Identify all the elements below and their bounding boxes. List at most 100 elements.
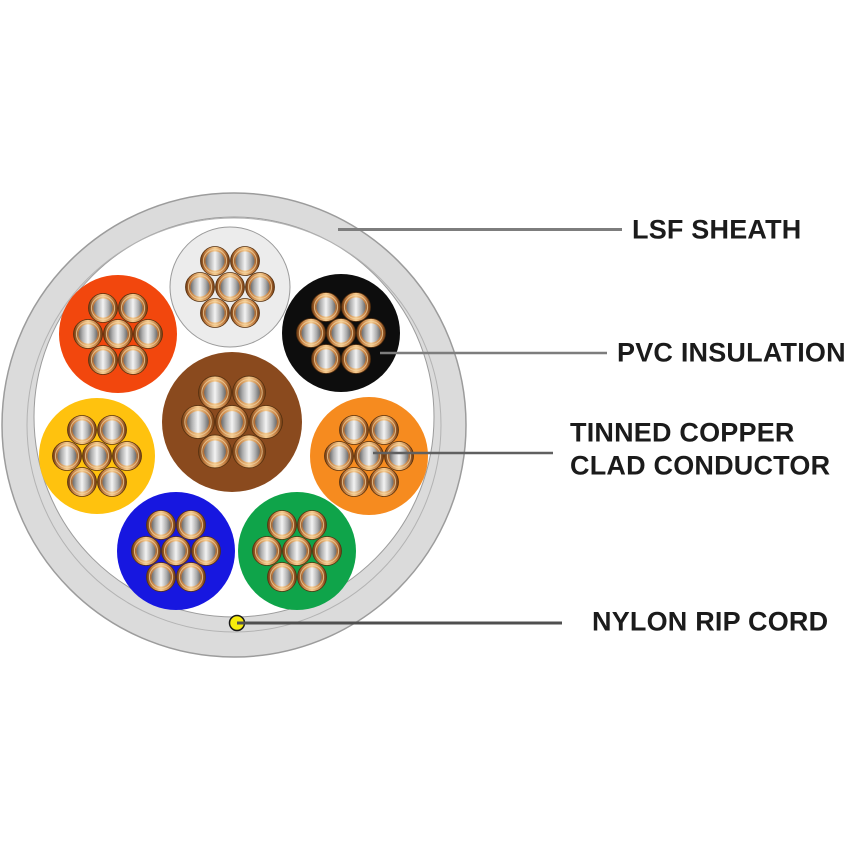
strand-highlight-ring	[326, 443, 352, 469]
strand-highlight-ring	[105, 321, 131, 347]
strand-conductor-face	[220, 277, 240, 297]
strand-highlight-ring	[193, 538, 219, 564]
strand-highlight-ring	[328, 320, 354, 346]
strand-conductor-face	[359, 446, 379, 466]
strand-conductor-face	[221, 411, 243, 433]
strand-conductor-face	[344, 472, 364, 492]
strand-highlight-ring	[232, 248, 258, 274]
strand-conductor-face	[136, 541, 156, 561]
strand-conductor-face	[196, 541, 216, 561]
strand-highlight-ring	[201, 437, 229, 466]
strand-conductor-face	[255, 411, 277, 433]
strand-highlight-ring	[343, 346, 369, 372]
strand-highlight-ring	[202, 248, 228, 274]
strand-highlight-ring	[235, 437, 263, 466]
strand-highlight-ring	[313, 346, 339, 372]
strand-highlight-ring	[133, 538, 159, 564]
strand-highlight-ring	[299, 512, 325, 538]
strand-highlight-ring	[99, 417, 125, 443]
strand-conductor-face	[238, 440, 260, 463]
strand-highlight-ring	[69, 469, 95, 495]
strand-highlight-ring	[341, 417, 367, 443]
strand-highlight-ring	[284, 538, 310, 564]
strand-highlight-ring	[99, 469, 125, 495]
strand-conductor-face	[329, 446, 349, 466]
strand-highlight-ring	[120, 347, 146, 373]
strand-conductor-face	[250, 277, 270, 297]
strand-highlight-ring	[314, 538, 340, 564]
strand-conductor-face	[78, 324, 98, 344]
strand-conductor-face	[108, 324, 128, 344]
strand-highlight-ring	[178, 564, 204, 590]
strand-conductor-face	[87, 446, 107, 466]
strand-highlight-ring	[299, 564, 325, 590]
strand-highlight-ring	[148, 564, 174, 590]
strand-highlight-ring	[114, 443, 140, 469]
strand-conductor-face	[204, 381, 226, 404]
strand-highlight-ring	[135, 321, 161, 347]
strand-conductor-face	[374, 420, 394, 440]
strand-conductor-face	[287, 541, 307, 561]
strand-conductor-face	[205, 251, 225, 271]
strand-highlight-ring	[371, 417, 397, 443]
strand-highlight-ring	[254, 538, 280, 564]
strand-highlight-ring	[386, 443, 412, 469]
strand-conductor-face	[123, 298, 143, 318]
strand-conductor-face	[181, 515, 201, 535]
strand-highlight-ring	[269, 564, 295, 590]
strand-highlight-ring	[218, 408, 246, 436]
strand-conductor-face	[301, 323, 321, 343]
strand-conductor-face	[257, 541, 277, 561]
strand-conductor-face	[181, 567, 201, 587]
strand-conductor-face	[151, 567, 171, 587]
strand-conductor-face	[102, 420, 122, 440]
strand-highlight-ring	[247, 274, 273, 300]
strand-highlight-ring	[341, 469, 367, 495]
strand-conductor-face	[316, 297, 336, 317]
strand-conductor-face	[238, 381, 260, 404]
strand-highlight-ring	[371, 469, 397, 495]
strand-conductor-face	[389, 446, 409, 466]
strand-conductor-face	[344, 420, 364, 440]
strand-highlight-ring	[298, 320, 324, 346]
strand-conductor-face	[235, 251, 255, 271]
strand-conductor-face	[72, 420, 92, 440]
strand-conductor-face	[138, 324, 158, 344]
strand-highlight-ring	[201, 378, 229, 407]
label-pvc-insulation: PVC INSULATION	[617, 337, 846, 368]
strand-highlight-ring	[313, 294, 339, 320]
strand-conductor-face	[302, 515, 322, 535]
strand-conductor-face	[235, 303, 255, 323]
strand-conductor-face	[123, 350, 143, 370]
strand-highlight-ring	[358, 320, 384, 346]
strand-highlight-ring	[84, 443, 110, 469]
strand-conductor-face	[346, 349, 366, 369]
strand-highlight-ring	[163, 538, 189, 564]
strand-highlight-ring	[69, 417, 95, 443]
strand-highlight-ring	[178, 512, 204, 538]
strand-highlight-ring	[343, 294, 369, 320]
label-tinned-copper-line1: TINNED COPPER	[570, 417, 795, 448]
strand-conductor-face	[166, 541, 186, 561]
strand-conductor-face	[93, 350, 113, 370]
strand-conductor-face	[190, 277, 210, 297]
strand-conductor-face	[72, 472, 92, 492]
strand-highlight-ring	[232, 300, 258, 326]
strand-highlight-ring	[148, 512, 174, 538]
strand-conductor-face	[187, 411, 209, 433]
sheath-inner-outline	[26, 217, 442, 633]
strand-highlight-ring	[217, 274, 243, 300]
strand-highlight-ring	[90, 295, 116, 321]
label-nylon-rip-cord: NYLON RIP CORD	[592, 606, 829, 637]
strand-conductor-face	[361, 323, 381, 343]
label-lsf-sheath: LSF SHEATH	[632, 214, 802, 245]
strand-conductor-face	[316, 349, 336, 369]
strand-conductor-face	[204, 440, 226, 463]
strand-highlight-ring	[120, 295, 146, 321]
strand-conductor-face	[205, 303, 225, 323]
strand-conductor-face	[346, 297, 366, 317]
strand-conductor-face	[117, 446, 137, 466]
strand-conductor-face	[272, 515, 292, 535]
